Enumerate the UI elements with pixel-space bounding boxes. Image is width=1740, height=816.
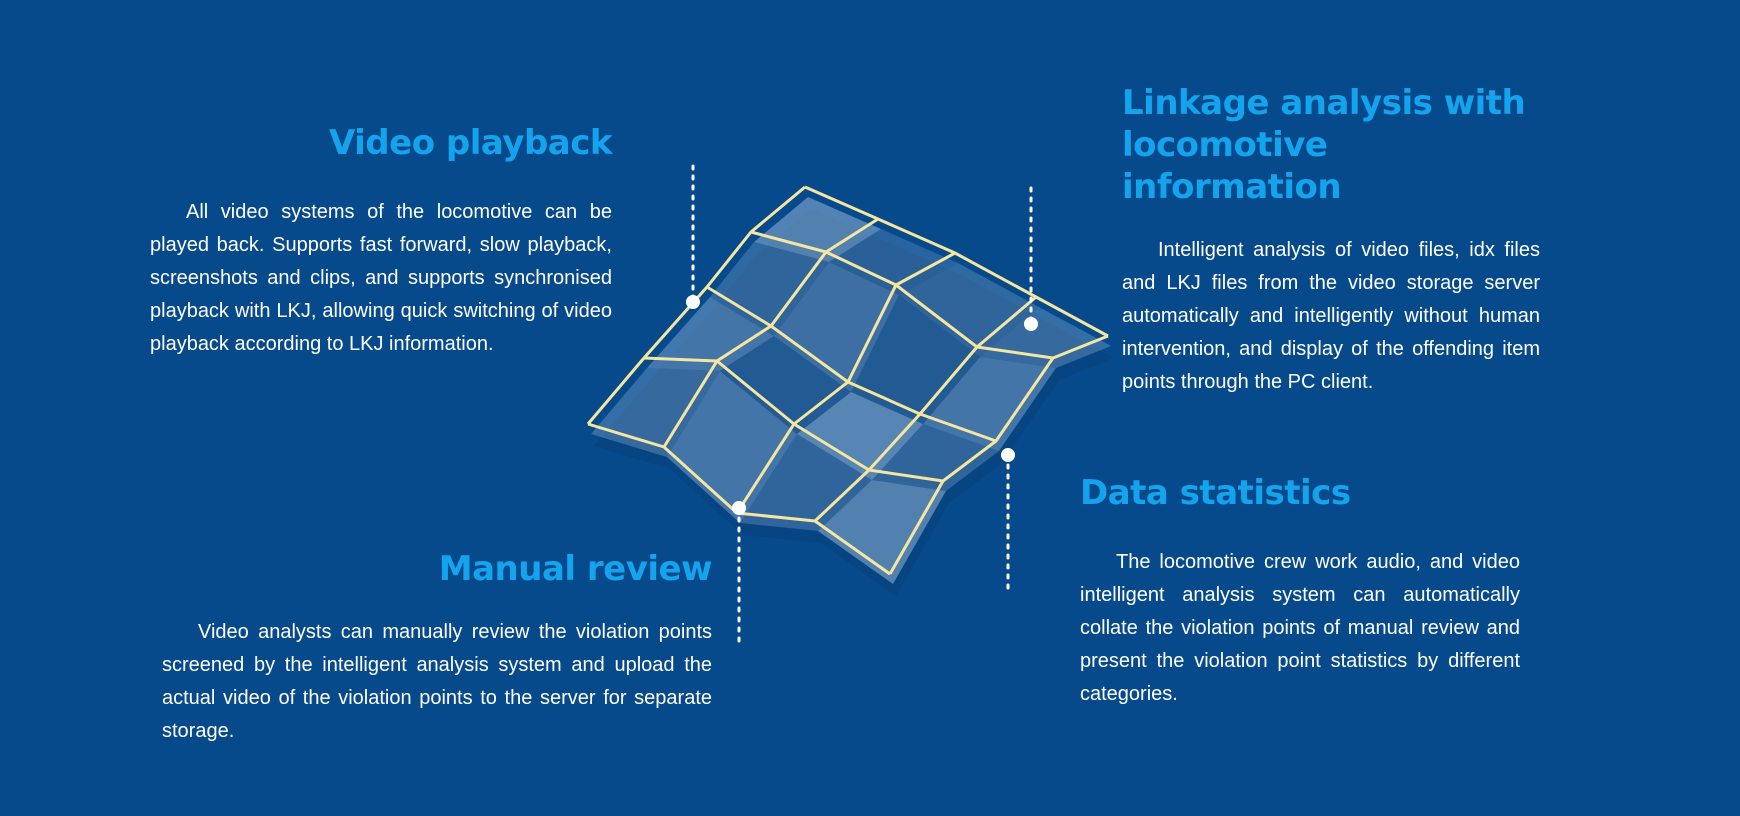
grid-panel — [667, 371, 797, 523]
callout-dot — [1001, 448, 1015, 462]
grid-panel — [797, 392, 923, 480]
section-linkage-analysis: Linkage analysis with locomotive informa… — [1122, 82, 1540, 399]
video-playback-title: Video playback — [328, 123, 613, 163]
linkage-analysis-title: Linkage analysis with locomotive informa… — [1122, 83, 1526, 207]
grid-panel — [774, 262, 899, 392]
grid-line-column — [888, 334, 1109, 575]
section-manual-review: Manual review Video analysts can manuall… — [162, 548, 713, 748]
grid-panel — [851, 295, 980, 424]
grid-panel — [647, 297, 774, 371]
grid-panel — [899, 263, 1039, 357]
grid-panels — [591, 197, 1111, 584]
grid-line-row — [643, 356, 944, 483]
callout-dot — [732, 501, 746, 515]
linkage-analysis-description: Intelligent analysis of video files, idx… — [1122, 239, 1540, 393]
section-video-playback: Video playback All video systems of the … — [150, 122, 613, 361]
grid-panel — [818, 480, 946, 584]
video-playback-description: All video systems of the locomotive can … — [150, 201, 612, 355]
grid-panel — [740, 434, 872, 531]
grid-panel — [829, 229, 958, 295]
callout-dot — [1024, 317, 1038, 331]
callout-connectors — [686, 164, 1038, 648]
grid-line-column — [813, 295, 1037, 523]
grid-line-column — [735, 251, 956, 514]
section-data-statistics: Data statistics The locomotive crew work… — [1080, 472, 1520, 711]
data-statistics-description: The locomotive crew work audio, and vide… — [1080, 551, 1520, 705]
data-statistics-title: Data statistics — [1080, 473, 1351, 513]
manual-review-title: Manual review — [438, 549, 713, 589]
grid-panel — [754, 197, 881, 262]
grid-panel — [720, 336, 851, 434]
callout-dot — [686, 295, 700, 309]
grid-panel — [710, 242, 829, 336]
manual-review-description: Video analysts can manually review the v… — [162, 621, 712, 742]
